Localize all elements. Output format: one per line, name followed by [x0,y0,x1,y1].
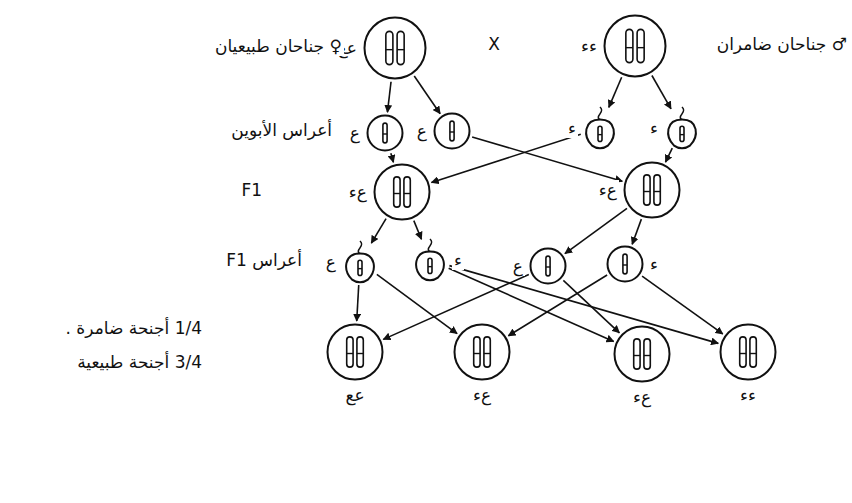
cell-circle [613,325,671,383]
cell-node: ءء [719,323,777,381]
arrow-line [565,208,627,253]
genotype-label: ءء [738,385,758,405]
genotype-label: ء [648,118,660,138]
arrow-line [391,153,394,162]
genotype-label: عء [347,182,369,202]
genotype-label: ء [648,254,660,274]
genotype-label: ءء [579,36,599,56]
genotype-label: عء [471,385,493,405]
genotype-label: ع [511,256,525,276]
arrow-line [414,76,440,114]
arrow-line [371,219,386,243]
genotype-label: ع [415,121,429,141]
gamete-node: ء [664,107,700,149]
cell-node: ء [606,245,644,283]
genotype-label: ع [324,252,338,272]
genotype-label: عء [597,180,619,200]
arrow-line [652,75,671,108]
genotype-label: عع [343,385,366,405]
cell-node: عء [373,163,431,221]
gamete-node: ء [582,107,618,149]
arrow-line [383,275,529,340]
cell-node: ع [529,247,567,285]
arrow-line [609,77,622,107]
cell-circle [326,323,384,381]
cell-node: عء [623,161,681,219]
cell-circle [529,247,567,285]
cell-circle [366,114,404,152]
annotation-text: أعراس الأبوين [180,120,334,140]
arrow-line [508,275,607,336]
annotation-text: 3/4 أجنحة طبيعية [30,352,204,372]
cell-circle [719,323,777,381]
annotation-text: X [480,34,508,54]
cell-circle [453,323,511,381]
cell-node: عء [453,323,511,381]
cell-node: ءء [603,14,667,78]
arrow-line [357,285,359,321]
genotype-label: عء [631,387,653,407]
annotation-text: ♂ جناحان ضامران [700,34,849,54]
annotation-text: F1 [200,180,264,200]
arrow-line [666,148,673,162]
cell-node: ع [433,112,471,150]
cell-node: عع [326,323,384,381]
gamete-node: ء [412,239,448,281]
cell-circle [373,163,431,221]
arrow-line [414,221,422,240]
arrow-line [377,274,457,333]
arrow-line [632,219,641,244]
cell-node: ع [366,114,404,152]
cell-circle [603,14,667,78]
cell-node: عء [613,325,671,383]
cell-circle [606,245,644,283]
sperm-cell [342,241,378,283]
annotation-text: ♀ جناحان طبيعيان [130,36,344,56]
cell-node: عع [363,16,427,80]
sperm-cell [412,239,448,281]
arrow-line [387,82,391,112]
arrow-line [642,276,723,334]
annotation-text: أعراس F1 [170,250,304,270]
cell-circle [363,16,427,80]
genotype-label: ء [566,118,578,138]
annotation-text: 1/4 أجنحة ضامرة . [30,318,204,338]
genotype-label: ء [452,250,464,270]
sperm-cell [582,107,618,149]
genotype-label: ع [348,123,362,143]
gamete-node: ع [342,241,378,283]
sperm-cell [664,107,700,149]
cell-circle [623,161,681,219]
cell-circle [433,112,471,150]
